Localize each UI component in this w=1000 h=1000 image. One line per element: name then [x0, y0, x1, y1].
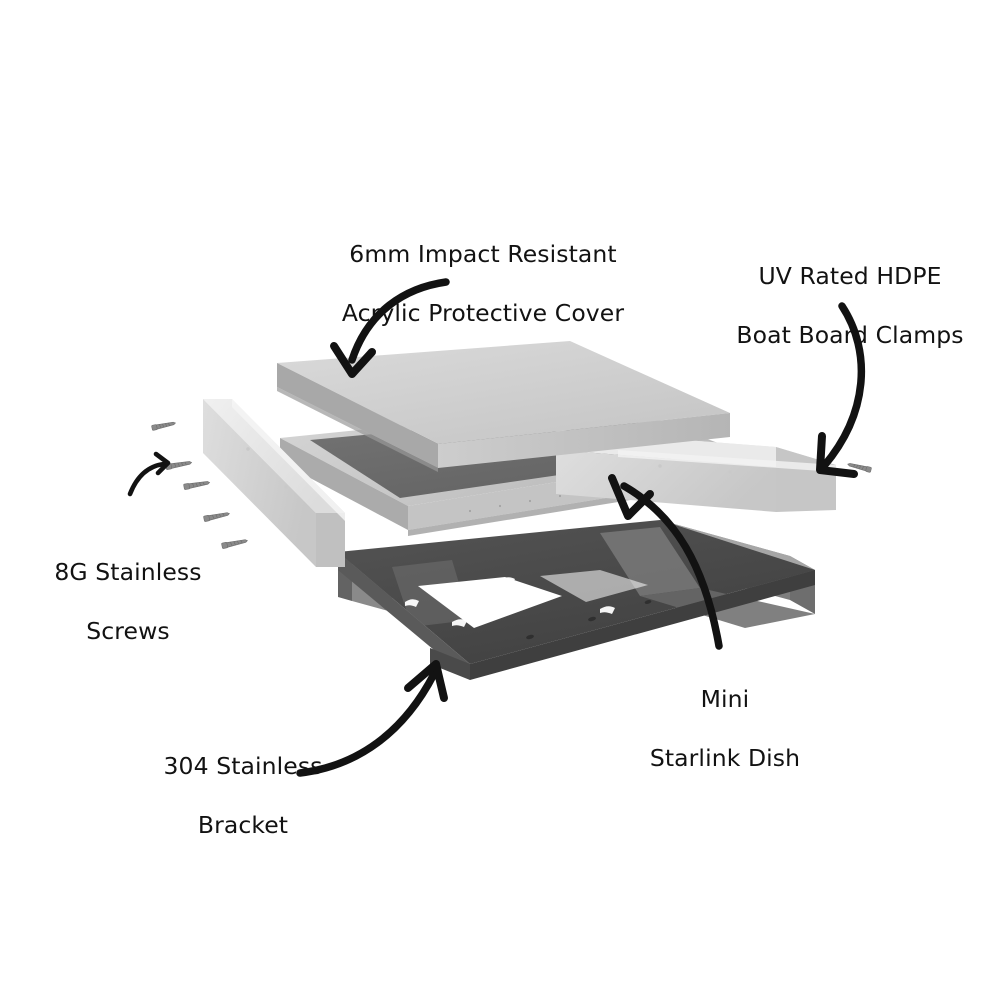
- callout-starlink-dish-line1: Mini: [700, 684, 750, 713]
- callout-stainless-bracket-line2: Bracket: [197, 810, 289, 839]
- callout-hdpe-clamps-line2: Boat Board Clamps: [736, 320, 964, 349]
- arrow-starlink-dish: [608, 474, 723, 650]
- callout-acrylic-cover-line2: Acrylic Protective Cover: [341, 298, 625, 327]
- callout-acrylic-cover-line1: 6mm Impact Resistant: [349, 239, 617, 268]
- callout-hdpe-clamps-line1: UV Rated HDPE: [758, 261, 942, 290]
- part-stainless-screws: [151, 421, 872, 549]
- callout-hdpe-clamps: UV Rated HDPE Boat Board Clamps: [730, 232, 970, 380]
- callout-stainless-bracket: 304 Stainless Bracket: [143, 722, 343, 870]
- arrow-hdpe-clamps: [816, 302, 866, 478]
- callout-acrylic-cover: 6mm Impact Resistant Acrylic Protective …: [338, 210, 628, 358]
- callout-starlink-dish-line2: Starlink Dish: [649, 743, 801, 772]
- arrow-stainless-screws: [127, 451, 171, 497]
- callout-starlink-dish: Mini Starlink Dish: [635, 655, 815, 803]
- callout-stainless-screws: 8G Stainless Screws: [33, 528, 223, 676]
- part-hdpe-clamp-left: [203, 399, 345, 567]
- part-acrylic-cover: [277, 341, 730, 472]
- part-stainless-bracket: [338, 520, 815, 680]
- arrow-acrylic-cover: [330, 278, 450, 378]
- callout-stainless-screws-line2: Screws: [86, 616, 170, 645]
- arrow-stainless-bracket: [296, 660, 448, 777]
- callout-stainless-bracket-line1: 304 Stainless: [163, 751, 323, 780]
- callout-stainless-screws-line1: 8G Stainless: [54, 557, 202, 586]
- callout-arrows: [127, 278, 866, 777]
